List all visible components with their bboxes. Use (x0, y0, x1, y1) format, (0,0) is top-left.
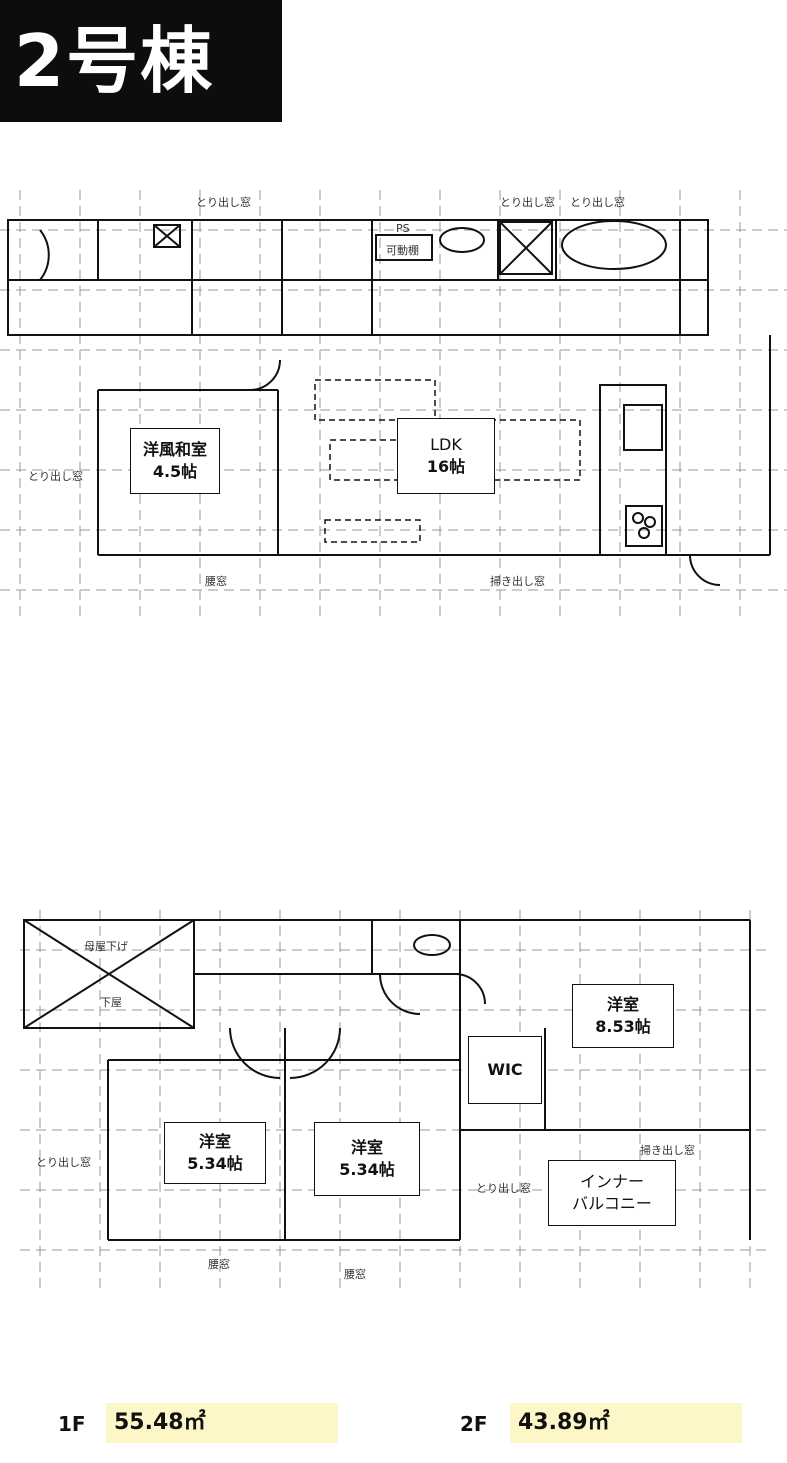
room-size: 16帖 (426, 457, 466, 476)
window-label: 掃き出し窓 (640, 1144, 695, 1157)
floor2-plan: 母屋下げ 下屋 洋室 8.53帖 WIC 洋室 5.34帖 洋室 5.34帖 イ… (0, 910, 787, 1290)
room-name: 洋室 (350, 1138, 383, 1157)
floor1-area-label: 1F (58, 1412, 86, 1436)
room-western-534b: 洋室 5.34帖 (314, 1122, 420, 1196)
room-size: 5.34帖 (187, 1154, 243, 1173)
building-title: 2号棟 (0, 0, 282, 122)
window-label: とり出し窓 (570, 196, 625, 209)
floor2-area-value: 43.89㎡ (510, 1403, 742, 1443)
room-size: 5.34帖 (339, 1160, 395, 1179)
room-name: インナー (579, 1172, 644, 1191)
room-name: 洋室 (606, 995, 639, 1014)
room-name: WIC (487, 1060, 523, 1079)
label-ps: PS (396, 222, 410, 235)
room-size: 8.53帖 (595, 1017, 651, 1036)
note-label: 母屋下げ (84, 940, 128, 953)
room-name: 洋風和室 (142, 440, 207, 459)
room-western-853: 洋室 8.53帖 (572, 984, 674, 1048)
window-label: とり出し窓 (36, 1156, 91, 1169)
window-label: 腰窓 (344, 1268, 366, 1281)
window-label: とり出し窓 (28, 470, 83, 483)
room-name: 洋室 (198, 1132, 231, 1151)
window-label: とり出し窓 (500, 196, 555, 209)
window-label: 掃き出し窓 (490, 575, 545, 588)
floor1-drawing (0, 190, 787, 620)
room-wic: WIC (468, 1036, 542, 1104)
room-size: 4.5帖 (152, 462, 198, 481)
floor2-drawing (20, 910, 770, 1290)
room-name: LDK (430, 435, 462, 454)
floor1-area-value: 55.48㎡ (106, 1403, 338, 1443)
label-shelf: 可動棚 (386, 244, 419, 257)
room-western-534a: 洋室 5.34帖 (164, 1122, 266, 1184)
window-label: とり出し窓 (196, 196, 251, 209)
room-ldk: LDK 16帖 (397, 418, 495, 494)
room-inner-balcony: インナー バルコニー (548, 1160, 676, 1226)
floor1-plan: 洋風和室 4.5帖 LDK 16帖 PS 可動棚 とり出し窓 とり出し窓 とり出… (0, 190, 787, 620)
window-label: 腰窓 (208, 1258, 230, 1271)
room-japanese-western: 洋風和室 4.5帖 (130, 428, 220, 494)
window-label: とり出し窓 (476, 1182, 531, 1195)
room-size: バルコニー (572, 1194, 652, 1213)
floor2-area-label: 2F (460, 1412, 488, 1436)
note-label: 下屋 (100, 996, 122, 1009)
window-label: 腰窓 (205, 575, 227, 588)
